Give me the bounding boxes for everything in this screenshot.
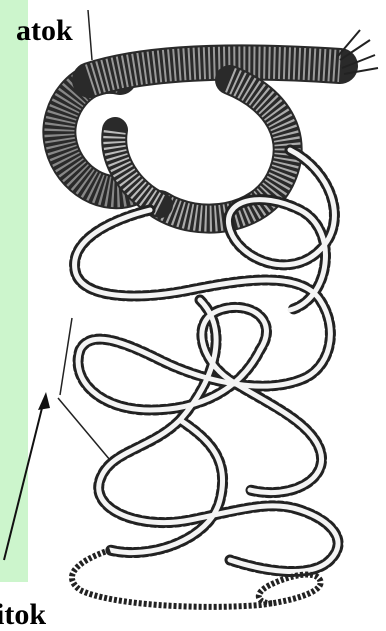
tail-segment	[72, 550, 321, 607]
pointer-arrow	[4, 392, 50, 560]
atok-pointer-line	[88, 10, 92, 60]
itok-pointer-line-2	[58, 398, 110, 460]
itok-pointer-line	[60, 318, 72, 395]
atok-label: atok	[16, 16, 73, 46]
